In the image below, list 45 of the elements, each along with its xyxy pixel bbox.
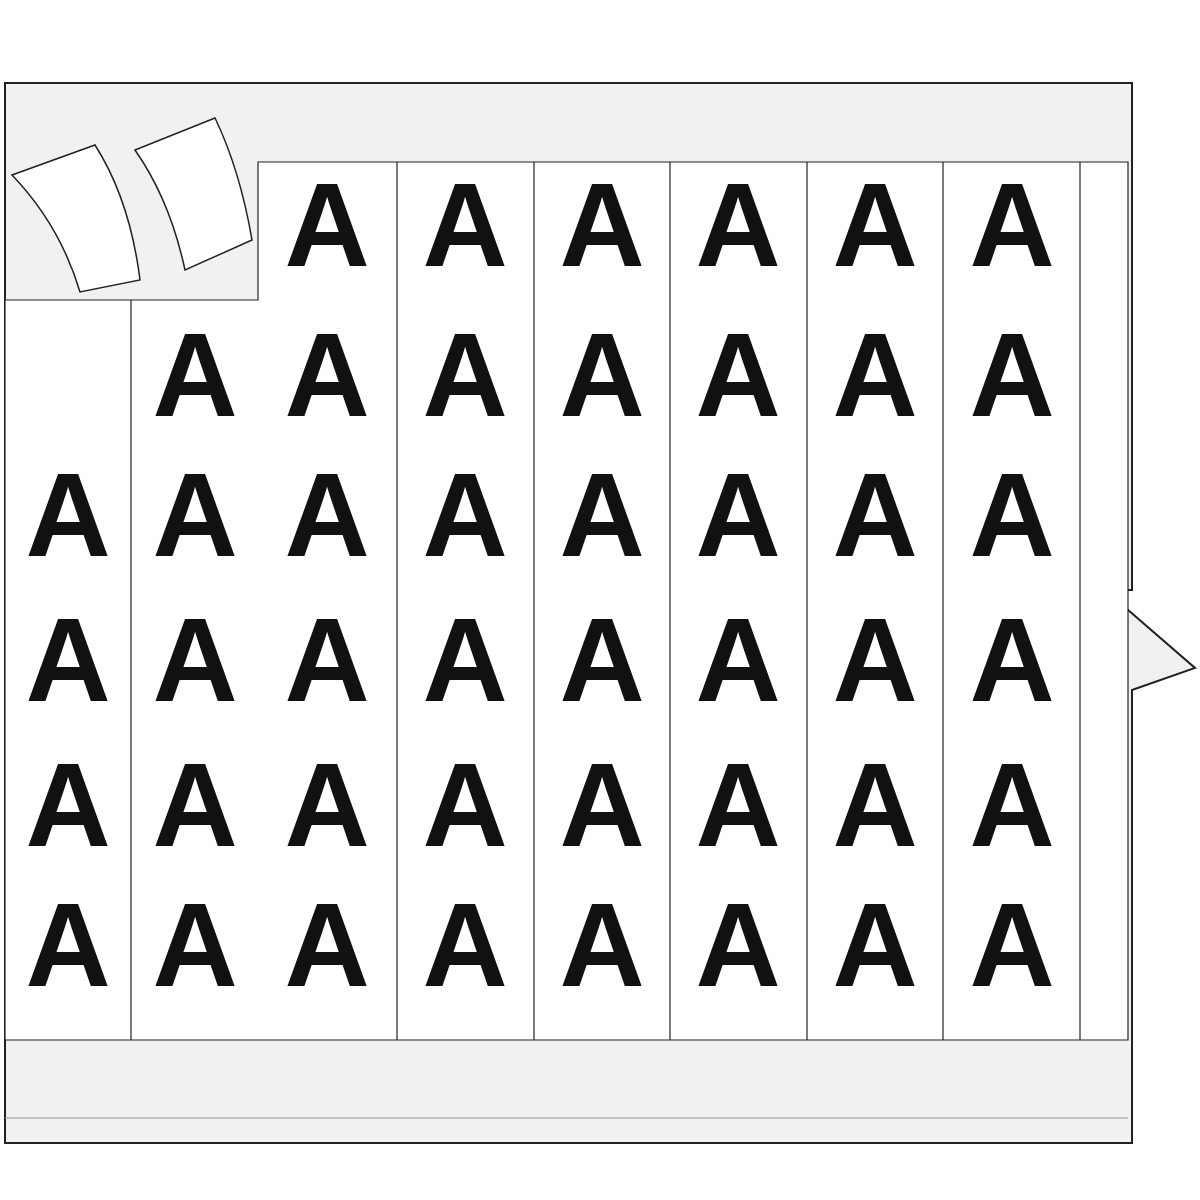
label-letter: A [694,316,782,434]
label-letter: A [283,166,371,284]
label-letter: A [558,601,646,719]
label-letter: A [558,316,646,434]
label-letter: A [421,601,509,719]
label-letter: A [694,746,782,864]
label-letter: A [968,166,1056,284]
label-letter: A [283,316,371,434]
label-letter: A [151,456,239,574]
label-letter: A [283,886,371,1004]
label-letter: A [968,316,1056,434]
label-letter: A [694,601,782,719]
label-letter: A [831,456,919,574]
label-letter: A [421,166,509,284]
label-letter: A [421,316,509,434]
label-letter: A [151,601,239,719]
label-letter: A [694,886,782,1004]
label-letter: A [283,601,371,719]
label-letter: A [151,316,239,434]
label-letter: A [151,746,239,864]
label-letter: A [24,746,112,864]
label-letter: A [558,166,646,284]
label-letter: A [968,746,1056,864]
label-letter: A [558,886,646,1004]
label-letter: A [968,456,1056,574]
label-letter: A [421,746,509,864]
label-letter: A [283,456,371,574]
label-letter: A [831,886,919,1004]
label-letter: A [831,166,919,284]
label-letter: A [831,746,919,864]
label-letter: A [421,456,509,574]
label-letter: A [24,886,112,1004]
label-letter: A [24,601,112,719]
label-letter: A [24,456,112,574]
label-letter: A [283,746,371,864]
label-letter: A [558,746,646,864]
label-letter: A [694,166,782,284]
label-letter: A [968,886,1056,1004]
label-letter: A [694,456,782,574]
label-letter: A [151,886,239,1004]
label-letter: A [558,456,646,574]
label-letter: A [421,886,509,1004]
label-letter: A [831,316,919,434]
label-letter: A [968,601,1056,719]
label-letter: A [831,601,919,719]
